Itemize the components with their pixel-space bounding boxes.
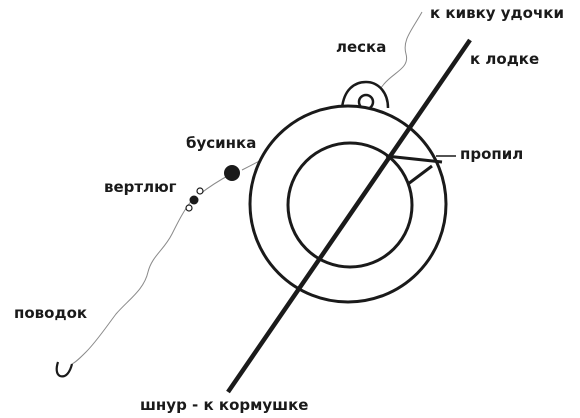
hook-icon [55, 361, 74, 378]
label-swivel: вертлюг [104, 178, 177, 196]
bead [224, 165, 240, 181]
label-cut: пропил [460, 145, 524, 163]
leader-line [71, 199, 193, 365]
label-to-rod-tip: к кивку удочки [430, 4, 564, 22]
label-bead: бусинка [186, 134, 257, 152]
label-cord-to-feeder: шнур - к кормушке [140, 396, 309, 414]
label-to-boat: к лодке [470, 50, 540, 68]
ring-eyelet [340, 80, 390, 111]
ring-inner [286, 141, 414, 269]
ring-cut-upper [385, 154, 443, 164]
label-line: леска [336, 38, 387, 56]
cord [226, 38, 472, 394]
swivel [185, 187, 204, 212]
label-leader: поводок [14, 304, 88, 322]
ring-cut-lower [407, 164, 433, 186]
